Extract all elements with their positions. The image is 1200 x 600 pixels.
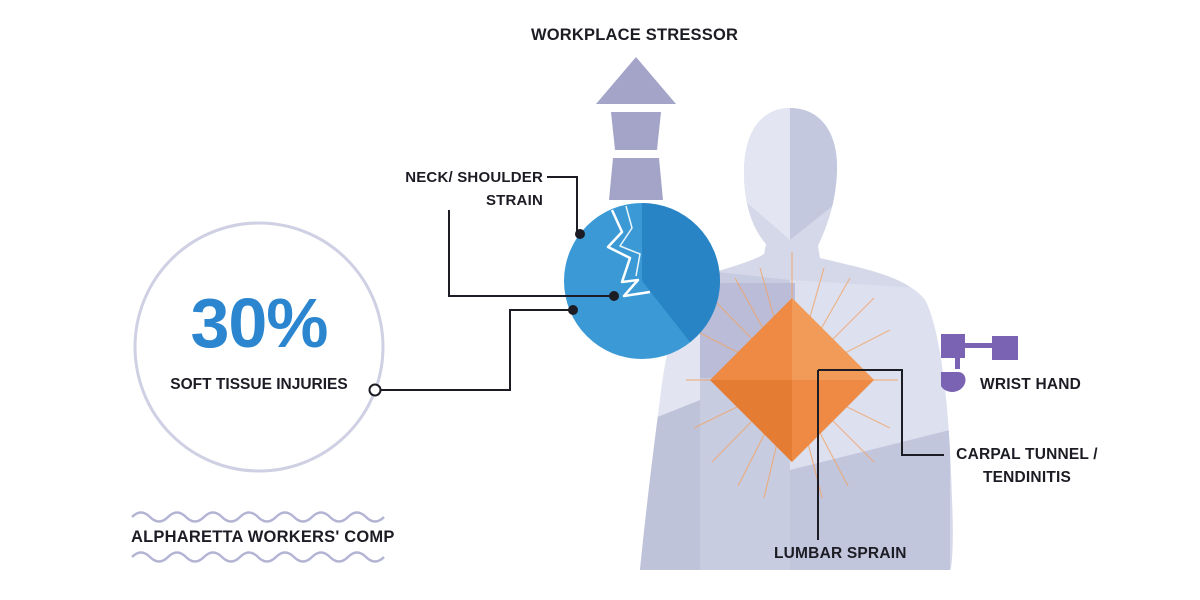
stressor-arrow-icon bbox=[596, 57, 676, 200]
brand-label: ALPHARETTA WORKERS' COMP bbox=[131, 528, 395, 546]
neck-shoulder-label: NECK/ SHOULDER STRAIN bbox=[405, 169, 543, 209]
lumbar-diamond bbox=[710, 298, 874, 462]
stat-caption: SOFT TISSUE INJURIES bbox=[170, 376, 348, 393]
connector-dots bbox=[368, 229, 619, 397]
neck-shoulder-circle bbox=[564, 203, 720, 359]
workplace-stressor-title: WORKPLACE STRESSOR bbox=[531, 26, 739, 44]
stat-percentage: 30% bbox=[190, 284, 328, 362]
wrist-hand-icon bbox=[941, 334, 1018, 392]
lumbar-sprain-label: LUMBAR SPRAIN bbox=[774, 545, 907, 562]
carpal-tunnel-label: CARPAL TUNNEL / TENDINITIS bbox=[956, 446, 1098, 486]
wave-decoration bbox=[131, 511, 385, 563]
stat-ring bbox=[133, 221, 385, 473]
wrist-hand-label: WRIST HAND bbox=[980, 376, 1082, 393]
